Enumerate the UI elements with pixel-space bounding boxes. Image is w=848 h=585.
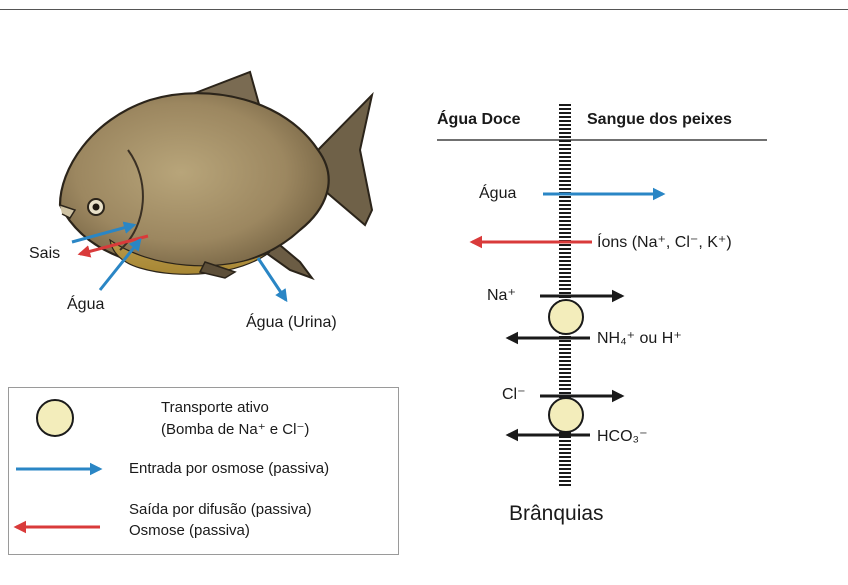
gill-label-agua: Água <box>479 185 516 203</box>
gill-header-right: Sangue dos peixes <box>587 111 732 129</box>
gill-label-cl: Cl⁻ <box>502 384 526 404</box>
gill-label-hco3: HCO₃⁻ <box>597 426 648 446</box>
legend-pump-line2: (Bomba de Na⁺ e Cl⁻) <box>161 420 309 438</box>
fish-body <box>60 93 329 269</box>
fish-label-agua: Água <box>67 296 104 314</box>
gill-label-ions: Íons (Na⁺, Cl⁻, K⁺) <box>597 232 732 252</box>
gill-na-pump <box>549 300 583 334</box>
gill-cl-pump <box>549 398 583 432</box>
legend-pump-line1: Transporte ativo <box>161 399 269 416</box>
legend-red-line1: Saída por difusão (passiva) <box>129 501 312 518</box>
gill-label-nh4: NH₄⁺ ou H⁺ <box>597 328 682 348</box>
fish-label-urina: Água (Urina) <box>246 314 337 332</box>
fish-label-sais: Sais <box>29 245 60 263</box>
legend-red-line2: Osmose (passiva) <box>129 522 250 539</box>
gill-label-na: Na⁺ <box>487 285 516 305</box>
legend-blue-text: Entrada por osmose (passiva) <box>129 460 329 477</box>
gill-header-left: Água Doce <box>437 111 521 129</box>
gill-caption: Brânquias <box>509 502 604 526</box>
fish-tail <box>318 95 372 225</box>
